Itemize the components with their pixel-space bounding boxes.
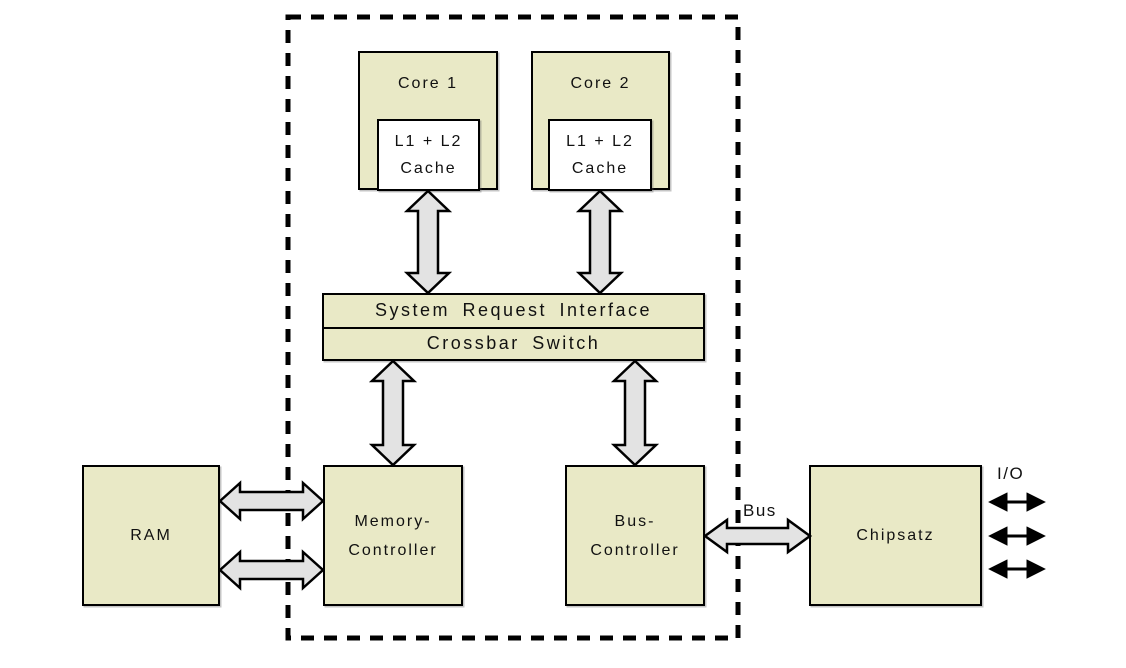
crossbar-switch-bar: Crossbar Switch <box>324 326 703 359</box>
io-edge-label: I/O <box>997 464 1025 483</box>
bus-controller-box: Bus- Controller <box>565 465 705 606</box>
core2-label: Core 2 <box>570 75 631 92</box>
arrow-crossbar-memory-controller <box>368 359 418 467</box>
chipset-box: Chipsatz <box>809 465 982 606</box>
bus-controller-line1: Bus- <box>614 512 656 530</box>
arrow-ram-memory-controller-lower <box>218 549 325 591</box>
arrow-ram-memory-controller-upper <box>218 480 325 522</box>
core1-cache-line1: L1 + L2 <box>394 133 463 150</box>
arrow-crossbar-bus-controller <box>610 359 660 467</box>
memory-controller-box: Memory- Controller <box>323 465 463 606</box>
bus-edge-label: Bus <box>743 501 777 520</box>
core2-cache-line1: L1 + L2 <box>566 133 634 150</box>
core2-cache-box: L1 + L2 Cache <box>548 119 652 191</box>
core1-cache-box: L1 + L2 Cache <box>377 119 480 191</box>
arrow-core2-sri <box>575 189 625 295</box>
arrow-bus-controller-chipset <box>702 517 813 555</box>
chipset-label: Chipsatz <box>856 526 935 544</box>
bus-controller-line2: Controller <box>590 541 680 559</box>
ram-label: RAM <box>130 526 172 544</box>
sri-label: System Request Interface <box>374 300 653 321</box>
core2-cache-line2: Cache <box>571 160 629 177</box>
crossbar-label: Crossbar Switch <box>426 332 601 353</box>
ram-box: RAM <box>82 465 220 606</box>
core2-cache-label: L1 + L2 Cache <box>566 128 634 182</box>
memory-controller-label: Memory- Controller <box>348 507 437 565</box>
memory-controller-line2: Controller <box>348 541 438 559</box>
interconnect-block: System Request Interface Crossbar Switch <box>322 293 705 361</box>
system-request-interface-bar: System Request Interface <box>324 295 703 327</box>
core1-cache-line2: Cache <box>400 160 457 177</box>
bus-controller-label: Bus- Controller <box>590 507 679 565</box>
core1-cache-label: L1 + L2 Cache <box>395 128 463 182</box>
core1-label: Core 1 <box>397 75 459 92</box>
arrow-core1-sri <box>403 189 453 295</box>
memory-controller-line1: Memory- <box>354 512 432 530</box>
